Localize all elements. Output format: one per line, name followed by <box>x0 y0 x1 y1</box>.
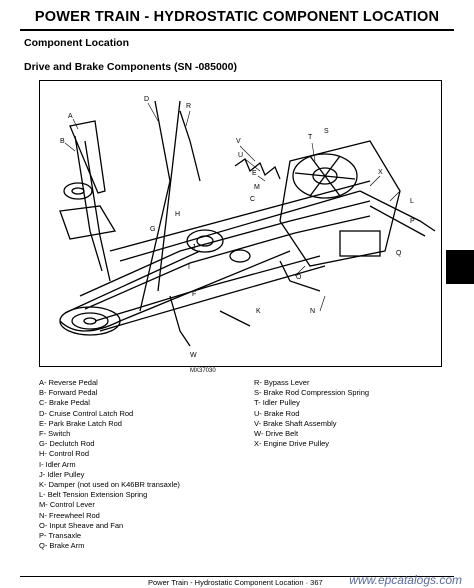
svg-text:I: I <box>188 264 190 271</box>
legend-item: P- Transaxle <box>39 531 82 541</box>
legend-item: B- Forward Pedal <box>39 388 98 398</box>
legend-item: L- Belt Tension Extension Spring <box>39 490 148 500</box>
legend-item: T- Idler Pulley <box>254 398 300 408</box>
legend-right: R- Bypass Lever S- Brake Rod Compression… <box>254 378 369 449</box>
svg-text:H: H <box>175 211 180 218</box>
legend-item: C- Brake Pedal <box>39 398 90 408</box>
legend-item: G- Declutch Rod <box>39 439 95 449</box>
svg-text:D: D <box>144 96 149 103</box>
legend-item: Q- Brake Arm <box>39 541 85 551</box>
legend-item: J- Idler Pulley <box>39 469 85 479</box>
svg-text:K: K <box>256 308 261 315</box>
diagram-drawing: D R A B V U E T S X M C H G L P J I F Q … <box>59 96 436 359</box>
svg-text:X: X <box>378 169 383 176</box>
svg-text:J: J <box>192 244 196 251</box>
legend-item: K- Damper (not used on K46BR transaxle) <box>39 480 180 490</box>
svg-text:C: C <box>250 196 255 203</box>
svg-text:R: R <box>186 103 191 110</box>
svg-text:U: U <box>238 152 243 159</box>
svg-text:V: V <box>236 138 241 145</box>
subsection-heading: Drive and Brake Components (SN -085000) <box>24 61 237 73</box>
legend-item: S- Brake Rod Compression Spring <box>254 388 370 398</box>
svg-text:O: O <box>296 274 302 281</box>
svg-text:T: T <box>308 134 313 141</box>
svg-text:G: G <box>150 226 155 233</box>
page-title: POWER TRAIN - HYDROSTATIC COMPONENT LOCA… <box>34 9 440 25</box>
svg-text:P: P <box>410 218 415 225</box>
svg-text:Q: Q <box>396 250 402 257</box>
legend-item: H- Control Rod <box>39 449 90 459</box>
legend-item: X- Engine Drive Pulley <box>254 439 330 449</box>
footer-rule <box>20 576 454 577</box>
svg-text:M: M <box>254 184 260 191</box>
svg-text:W: W <box>190 352 197 359</box>
legend-left: A- Reverse Pedal B- Forward Pedal C- Bra… <box>39 378 180 551</box>
legend-item: U- Brake Rod <box>254 408 300 418</box>
svg-text:L: L <box>410 198 414 205</box>
section-heading: Component Location <box>24 37 129 49</box>
legend-item: M- Control Lever <box>39 500 95 510</box>
watermark: www.epcatalogs.com <box>349 573 462 587</box>
svg-text:F: F <box>192 291 196 298</box>
svg-text:S: S <box>324 128 329 135</box>
title-rule <box>20 29 454 31</box>
figure-id: MX37030 <box>190 368 216 374</box>
legend-item: A- Reverse Pedal <box>39 378 98 387</box>
svg-text:A: A <box>68 113 73 120</box>
legend-item: D- Cruise Control Latch Rod <box>39 408 134 418</box>
legend-item: N- Freewheel Rod <box>39 510 100 520</box>
page-footer: Power Train - Hydrostatic Component Loca… <box>148 578 323 587</box>
svg-text:N: N <box>310 308 315 315</box>
svg-text:E: E <box>252 170 257 177</box>
legend-item: E- Park Brake Latch Rod <box>39 418 122 428</box>
section-tab-marker <box>446 250 474 284</box>
legend-item: R- Bypass Lever <box>254 378 310 387</box>
svg-text:B: B <box>60 138 65 145</box>
component-diagram: D R A B V U E T S X M C H G L P J I F Q … <box>39 80 442 367</box>
legend-item: V- Brake Shaft Assembly <box>254 418 337 428</box>
legend-item: O- Input Sheave and Fan <box>39 520 124 530</box>
callout-letters: D R A B V U E T S X M C H G L P J I F Q … <box>60 96 415 359</box>
legend-item: I- Idler Arm <box>39 459 76 469</box>
legend-item: F- Switch <box>39 429 71 439</box>
legend-item: W- Drive Belt <box>254 429 299 439</box>
